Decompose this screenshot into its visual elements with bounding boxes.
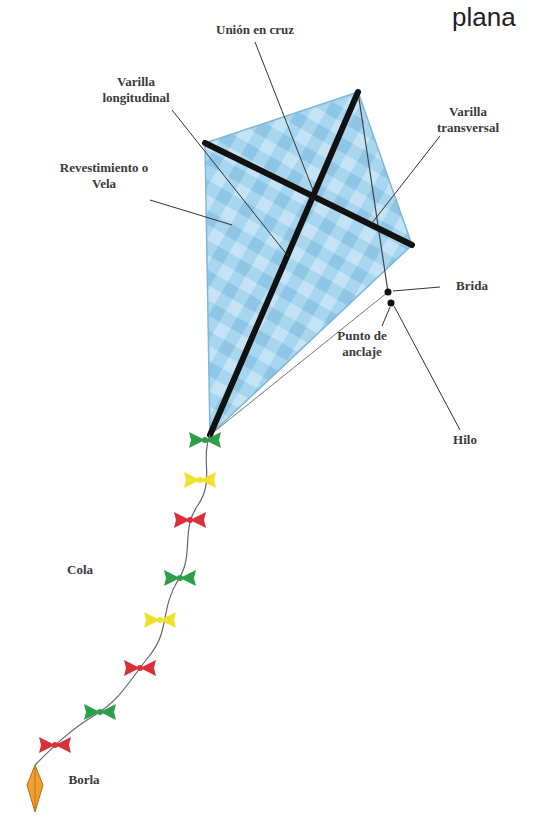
part-label: Varilla longitudinal (90, 74, 182, 106)
title-text: plana (452, 2, 516, 33)
part-label: Cola (50, 562, 110, 578)
part-label: Revestimiento o Vela (58, 160, 150, 192)
part-label: Punto de anclaje (322, 328, 402, 360)
part-label: Varilla transversal (428, 104, 508, 136)
part-label: Borla (54, 772, 114, 788)
part-label: Hilo (440, 432, 490, 448)
part-label: Unión en cruz (190, 22, 320, 38)
part-label: Brida (442, 278, 502, 294)
